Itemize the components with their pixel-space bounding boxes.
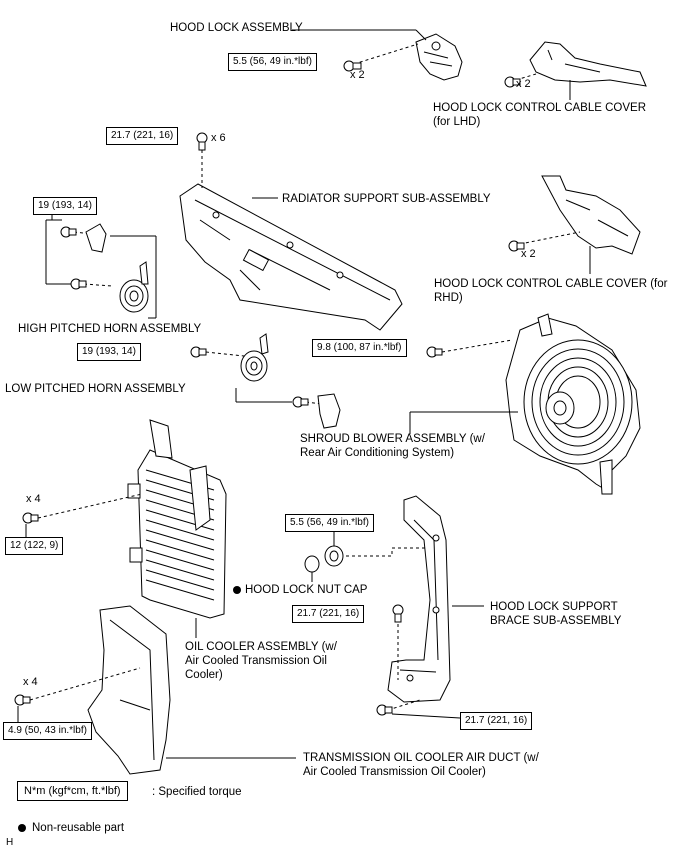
radiator-support-part bbox=[179, 183, 403, 331]
torque-brace-lower: 21.7 (221, 16) bbox=[460, 712, 533, 730]
torque-high-horn: 19 (193, 14) bbox=[33, 197, 97, 215]
qty-duct-bolts: x 4 bbox=[23, 676, 38, 688]
label-hood-lock-support: HOOD LOCK SUPPORT bbox=[490, 601, 618, 613]
label-oil-cooler-note1: Air Cooled Transmission Oil bbox=[185, 655, 327, 667]
qty-oil-cooler-bolts: x 4 bbox=[26, 493, 41, 505]
brace-bolt-lower bbox=[376, 704, 393, 716]
torque-low-horn: 19 (193, 14) bbox=[77, 343, 141, 361]
torque-nut-cap: 5.5 (56, 49 in.*lbf) bbox=[285, 514, 374, 532]
label-oil-cooler-note2: Cooler) bbox=[185, 669, 223, 681]
brace-bolt-upper bbox=[392, 604, 404, 623]
label-hood-lock-nut-cap: HOOD LOCK NUT CAP bbox=[245, 584, 368, 596]
label-cable-cover-lhd: HOOD LOCK CONTROL CABLE COVER bbox=[433, 102, 647, 114]
torque-oil-cooler: 12 (122, 9) bbox=[5, 537, 64, 555]
cable-cover-lhd-bolt bbox=[504, 76, 521, 88]
qty-cable-lhd-bolts: x 2 bbox=[516, 78, 531, 90]
transmission-oil-cooler-air-duct-part bbox=[87, 605, 171, 775]
label-brace-sub-assembly: BRACE SUB-ASSEMBLY bbox=[490, 615, 622, 627]
torque-air-duct: 4.9 (50, 43 in.*lbf) bbox=[3, 722, 92, 740]
torque-hood-lock: 5.5 (56, 49 in.*lbf) bbox=[228, 53, 317, 71]
high-horn-body bbox=[119, 261, 149, 313]
label-high-pitched-horn: HIGH PITCHED HORN ASSEMBLY bbox=[18, 323, 202, 335]
duct-bolt bbox=[14, 694, 31, 706]
shroud-bolt bbox=[426, 346, 443, 358]
qty-hood-lock-bolts: x 2 bbox=[350, 69, 365, 81]
label-cable-cover-lhd-note: (for LHD) bbox=[433, 116, 481, 128]
hood-lock-bolt bbox=[343, 60, 362, 72]
low-horn-body bbox=[240, 333, 269, 382]
label-radiator-support: RADIATOR SUPPORT SUB-ASSEMBLY bbox=[282, 193, 491, 205]
label-hood-lock-assembly: HOOD LOCK ASSEMBLY bbox=[170, 22, 303, 34]
nut-cap-nonreusable-dot bbox=[233, 586, 241, 594]
low-horn-bolt-upper bbox=[190, 346, 207, 358]
corner-code: H bbox=[6, 837, 14, 848]
label-air-duct: TRANSMISSION OIL COOLER AIR DUCT (w/ bbox=[303, 752, 539, 764]
label-oil-cooler: OIL COOLER ASSEMBLY (w/ bbox=[185, 641, 337, 653]
label-cable-cover-rhd-note: RHD) bbox=[434, 292, 463, 304]
oil-cooler-bolt bbox=[22, 512, 39, 524]
label-low-pitched-horn: LOW PITCHED HORN ASSEMBLY bbox=[5, 383, 186, 395]
high-horn-bolt-upper bbox=[60, 226, 77, 238]
legend-torque-unit: N*m (kgf*cm, ft.*lbf) bbox=[17, 781, 128, 801]
high-horn-bolt-lower bbox=[70, 278, 87, 290]
low-horn-bracket bbox=[317, 393, 341, 429]
label-air-duct-note: Air Cooled Transmission Oil Cooler) bbox=[303, 766, 486, 778]
qty-cable-rhd-bolts: x 2 bbox=[521, 248, 536, 260]
oil-cooler-part bbox=[127, 419, 227, 619]
radiator-support-bolt bbox=[196, 132, 208, 151]
torque-radiator-support: 21.7 (221, 16) bbox=[106, 127, 179, 145]
torque-shroud-blower: 9.8 (100, 87 in.*lbf) bbox=[312, 339, 407, 357]
shroud-blower-part bbox=[505, 313, 641, 495]
label-cable-cover-rhd: HOOD LOCK CONTROL CABLE COVER (for bbox=[434, 278, 668, 290]
qty-radiator-bolts: x 6 bbox=[211, 132, 226, 144]
low-horn-bolt-lower bbox=[292, 396, 309, 408]
legend-nonreusable-dot bbox=[18, 824, 26, 832]
cable-cover-rhd-bolt bbox=[508, 240, 525, 252]
label-shroud-blower: SHROUD BLOWER ASSEMBLY (w/ bbox=[300, 433, 485, 445]
hood-lock-support-brace-part bbox=[387, 495, 451, 703]
legend-torque-description: : Specified torque bbox=[152, 786, 242, 798]
cable-cover-lhd-part bbox=[529, 41, 647, 87]
high-horn-bracket bbox=[85, 223, 107, 253]
torque-brace-upper: 21.7 (221, 16) bbox=[292, 605, 365, 623]
nut-cap-part bbox=[304, 545, 344, 573]
legend-nonreusable-text: Non-reusable part bbox=[32, 822, 125, 834]
label-shroud-blower-note: Rear Air Conditioning System) bbox=[300, 447, 455, 459]
cable-cover-rhd-part bbox=[541, 175, 641, 255]
hood-lock-assembly-part bbox=[415, 33, 463, 81]
